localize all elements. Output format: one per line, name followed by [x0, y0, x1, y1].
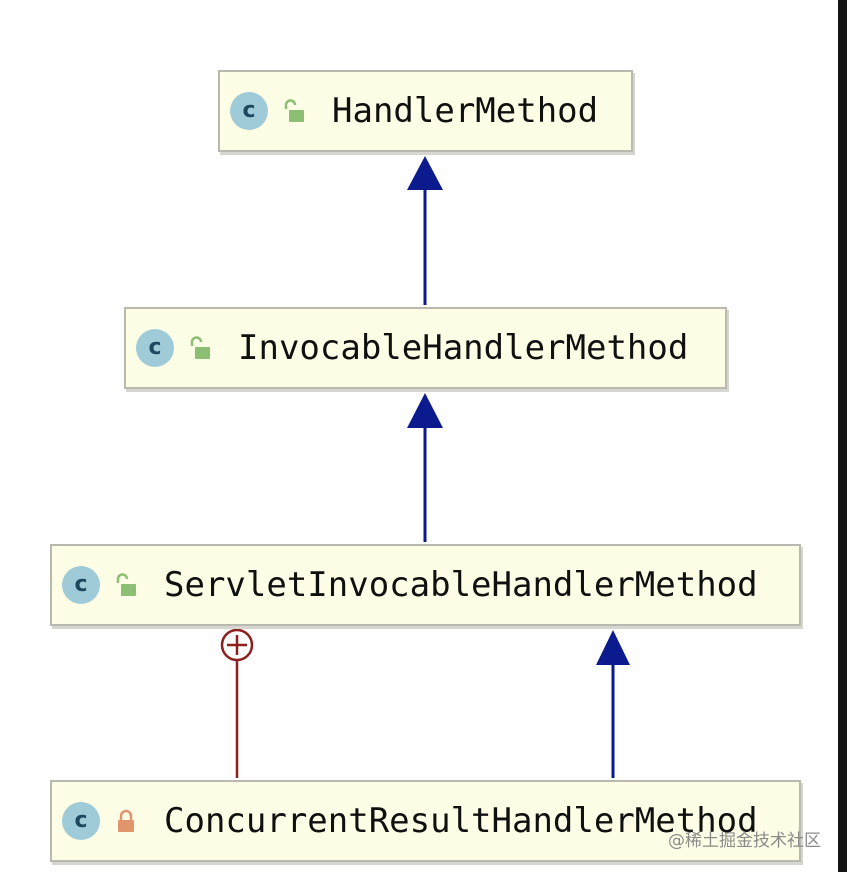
- edge-invocable-to-handler: [407, 156, 443, 305]
- class-name: InvocableHandlerMethod: [238, 328, 689, 368]
- class-node-servlet-invocable-handler-method[interactable]: c ServletInvocableHandlerMethod: [50, 544, 801, 626]
- class-node-invocable-handler-method[interactable]: c InvocableHandlerMethod: [124, 307, 727, 389]
- public-unlock-icon: [116, 573, 136, 596]
- edge-servlet-to-invocable: [407, 393, 443, 542]
- extends-arrowhead-icon: [596, 630, 630, 665]
- watermark: @稀土掘金技术社区: [668, 831, 821, 851]
- class-icon: c: [230, 92, 268, 130]
- edge-concurrent-to-servlet: [596, 630, 630, 778]
- class-icon: c: [62, 566, 100, 604]
- extends-arrowhead-icon: [407, 156, 443, 190]
- class-node-handler-method[interactable]: c HandlerMethod: [218, 70, 633, 152]
- public-unlock-icon: [190, 336, 210, 359]
- class-name: ServletInvocableHandlerMethod: [164, 565, 758, 605]
- class-node-concurrent-result-handler-method[interactable]: c ConcurrentResultHandlerMethod: [50, 780, 801, 862]
- class-name: ConcurrentResultHandlerMethod: [164, 801, 758, 841]
- class-icon: c: [136, 329, 174, 367]
- public-unlock-icon: [284, 99, 304, 122]
- edge-inner-class: [220, 628, 254, 778]
- class-name: HandlerMethod: [332, 91, 599, 131]
- right-edge-strip: [838, 0, 847, 872]
- private-lock-icon: [118, 809, 134, 832]
- class-icon: c: [62, 802, 100, 840]
- extends-arrowhead-icon: [407, 393, 443, 428]
